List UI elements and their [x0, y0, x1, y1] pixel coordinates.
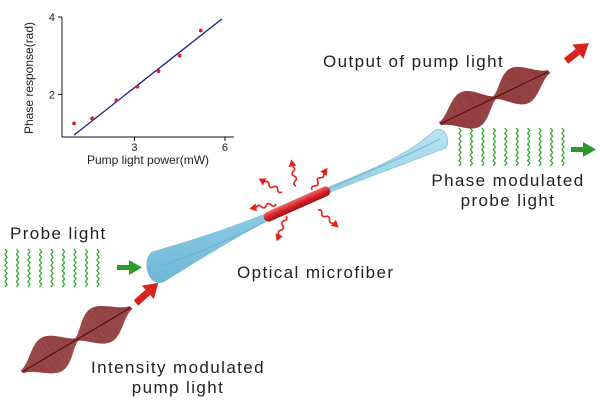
wavy-arrow-icon: [275, 215, 288, 242]
chart-x-tick-label: 3: [131, 142, 137, 154]
intensity-modulated-label-line2: pump light: [132, 378, 224, 397]
phase-response-chart: 3 6 2 4 Pump light power(mW) Phase response…: [22, 12, 234, 167]
chart-y-tick-label: 2: [49, 89, 55, 101]
chart-y-axis-label: Phase response(rad): [22, 22, 36, 134]
probe-wavefront: [561, 127, 565, 167]
probe-wavefront: [481, 127, 485, 167]
pump-out-arrow-icon: [563, 43, 589, 64]
probe-wavefront: [526, 127, 531, 167]
chart-data-points: [72, 28, 203, 126]
probe-wavefront: [38, 248, 43, 288]
probe-wavefront: [549, 127, 554, 167]
probe-wavefront: [538, 127, 542, 167]
wavy-arrow-icon: [288, 159, 298, 187]
wavy-arrow-icon: [317, 208, 339, 228]
heated-section: [263, 186, 331, 222]
chart-fit-line: [73, 18, 223, 136]
intensity-modulated-label-line1: Intensity modulated: [91, 358, 265, 377]
probe-wavefront: [61, 248, 66, 288]
pump-wave-packet: [438, 66, 551, 129]
output-pump-label: Output of pump light: [323, 52, 504, 71]
probe-in-arrow-icon: [117, 260, 142, 275]
probe-wavefront: [458, 127, 462, 167]
output-pump-wave: [438, 66, 551, 129]
chart-fit-line-path: [73, 18, 223, 136]
pump-wave-axis: [21, 307, 131, 373]
chart-data-point: [135, 84, 140, 89]
pump-in-arrow-icon: [133, 282, 159, 306]
probe-light-label: Probe light: [10, 224, 107, 243]
pump-wave-packet: [20, 305, 133, 374]
wavy-arrow-icon: [249, 202, 277, 212]
probe-light-input-wave: [4, 248, 100, 288]
heat-emission: [249, 159, 339, 242]
chart-y-tick-label: 4: [49, 12, 55, 24]
phase-modulated-label-line1: Phase modulated: [431, 171, 584, 190]
phase-modulated-output-wave: [458, 127, 565, 167]
phase-modulated-label-line2: probe light: [461, 191, 556, 210]
wavy-arrow-icon: [310, 167, 328, 191]
probe-wavefront: [492, 127, 497, 167]
probe-wavefront: [15, 248, 20, 288]
intensity-modulated-pump-wave: [20, 305, 133, 374]
probe-wavefront: [50, 248, 54, 288]
wavy-arrow-icon: [258, 178, 283, 194]
chart-data-point: [72, 121, 76, 126]
probe-wavefront: [27, 248, 31, 288]
probe-wavefront: [4, 248, 8, 288]
pump-wave-line: [128, 305, 133, 310]
chart-data-point: [177, 53, 182, 58]
pump-wave-line: [546, 69, 551, 74]
probe-wavefront: [469, 127, 474, 167]
optical-microfiber: [146, 128, 449, 284]
probe-out-arrow-icon: [571, 142, 596, 157]
probe-wavefront: [503, 127, 508, 167]
optical-microfiber-label: Optical microfiber: [237, 263, 394, 282]
probe-wavefront: [515, 127, 520, 167]
chart-x-axis-label: Pump light power(mW): [87, 153, 209, 167]
probe-wavefront: [73, 248, 77, 288]
chart-x-tick-label: 6: [222, 142, 228, 154]
pump-wave-axis: [439, 71, 549, 125]
chart-data-point: [156, 69, 161, 74]
chart-data-point: [198, 28, 203, 33]
chart-data-point: [114, 98, 119, 103]
probe-wavefront: [84, 248, 89, 288]
chart-ticks: 3 6 2 4: [49, 12, 228, 154]
probe-wavefront: [96, 248, 100, 288]
chart-data-point: [90, 116, 95, 121]
